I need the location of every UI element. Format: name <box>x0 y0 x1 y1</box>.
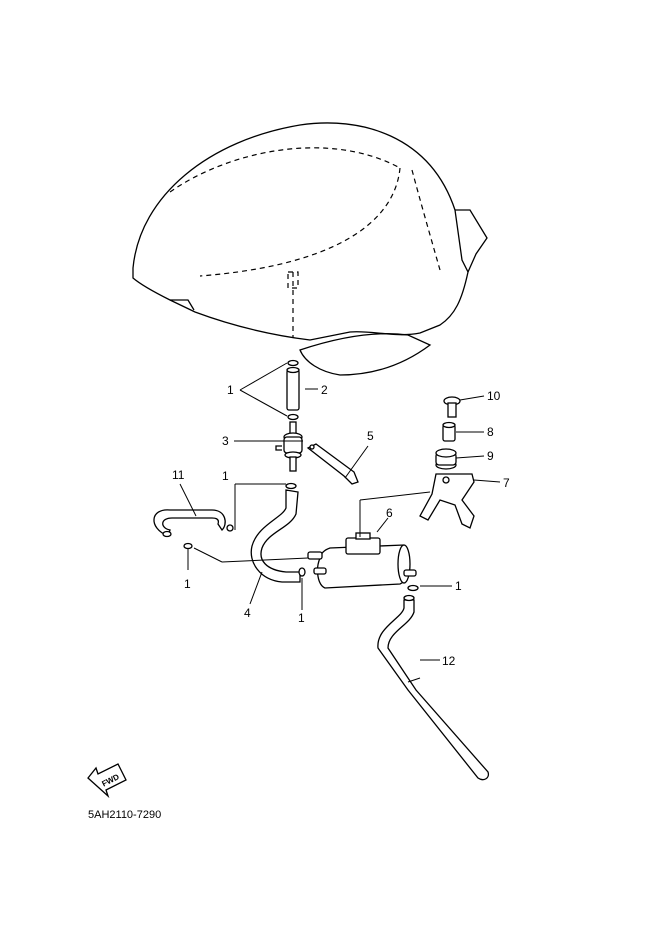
callout-7: 7 <box>503 476 510 490</box>
callout-1-right: 1 <box>455 579 462 593</box>
callout-9: 9 <box>487 449 494 463</box>
clip-part-1-top <box>287 359 299 421</box>
collar-part-8 <box>442 421 456 442</box>
canister-part-6 <box>307 532 417 589</box>
callout-labels: 1 2 3 5 10 8 9 7 11 1 6 1 4 1 1 12 <box>172 383 510 668</box>
callout-4: 4 <box>244 606 251 620</box>
callout-1-mid: 1 <box>222 469 229 483</box>
hose-part-2 <box>286 366 300 411</box>
callout-12: 12 <box>442 654 456 668</box>
callout-2: 2 <box>321 383 328 397</box>
fuel-tank <box>132 122 488 376</box>
bracket-part-7 <box>419 473 475 529</box>
callout-1-top: 1 <box>227 383 234 397</box>
callout-10: 10 <box>487 389 501 403</box>
fwd-arrow-icon: FWD <box>87 763 127 799</box>
hose-part-4 <box>250 489 301 583</box>
hose-part-11 <box>153 509 226 538</box>
callout-3: 3 <box>222 434 229 448</box>
callout-8: 8 <box>487 425 494 439</box>
callout-5: 5 <box>367 429 374 443</box>
callout-6: 6 <box>386 506 393 520</box>
strap-part-5 <box>306 443 359 485</box>
screw-part-10 <box>443 396 461 418</box>
drawing-code: 5AH2110-7290 <box>88 809 161 821</box>
callout-1-left: 1 <box>184 577 191 591</box>
fuel-valve-part-3 <box>275 421 303 472</box>
hose-part-12 <box>377 594 490 781</box>
leader-lines <box>179 362 501 661</box>
grommet-part-9 <box>435 448 457 470</box>
clip-part-1-mid <box>183 482 419 592</box>
callout-1-bottom: 1 <box>298 611 305 625</box>
callout-11: 11 <box>172 468 185 482</box>
